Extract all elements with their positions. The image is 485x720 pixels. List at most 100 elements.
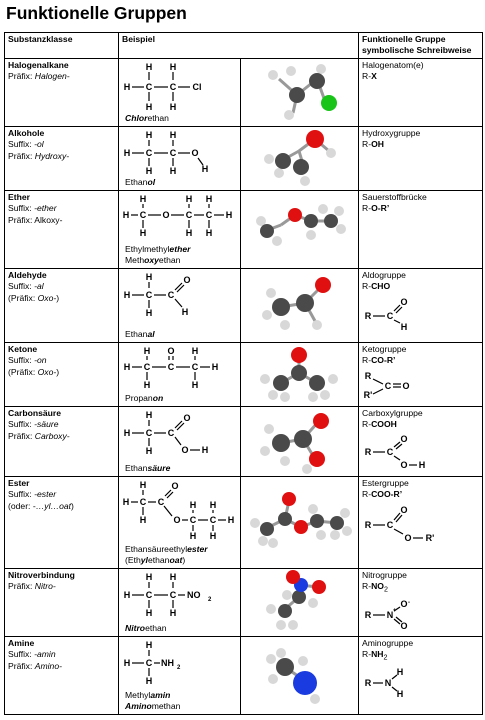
- svg-text:C: C: [146, 82, 153, 92]
- svg-text:H: H: [124, 82, 131, 92]
- ball-stick-model: [240, 267, 359, 343]
- svg-text:H: H: [186, 228, 193, 238]
- svg-text:C: C: [146, 428, 153, 438]
- class-cell: Aldehyde Suffix: -al (Präfix: Oxo-): [4, 267, 119, 343]
- svg-text:H: H: [124, 362, 131, 372]
- example-name: Ethansäure: [125, 462, 171, 473]
- example-name: Ethanal: [125, 328, 155, 339]
- class-cell: Ketone Suffix: -on (Präfix: Oxo-): [4, 341, 119, 407]
- class-affix: Präfix: Carboxy-: [8, 430, 70, 441]
- example-name: Ethansäureethylester(Ethylethanoat): [125, 543, 208, 565]
- svg-text:H: H: [124, 290, 131, 300]
- svg-text:Cl: Cl: [193, 82, 202, 92]
- svg-text:O: O: [171, 481, 178, 491]
- ball-stick-model: [240, 125, 359, 191]
- class-affix: Suffix: -ol: [8, 139, 44, 150]
- class-cell: Halogenalkane Präfix: Halogen-: [4, 57, 119, 127]
- svg-text:R: R: [365, 520, 372, 530]
- svg-text:O: O: [400, 434, 407, 444]
- svg-text:H: H: [170, 166, 177, 176]
- svg-text:H: H: [146, 102, 153, 112]
- group-formula: R-COO-R’: [362, 489, 403, 500]
- class-cell: Amine Suffix: -amin Präfix: Amino-: [4, 635, 119, 715]
- class-name: Ether: [8, 191, 30, 202]
- class-name: Ketone: [8, 343, 38, 354]
- group-formula: R-NH2: [362, 649, 388, 662]
- class-name: Amine: [8, 637, 35, 648]
- svg-text:C: C: [168, 290, 175, 300]
- ball-stick-model: [240, 475, 359, 569]
- class-affix: Präfix: Nitro-: [8, 581, 56, 592]
- group-cell: Halogenatom(e) R-X: [358, 57, 483, 127]
- svg-text:R': R': [364, 390, 373, 400]
- svg-text:H: H: [146, 676, 153, 686]
- svg-text:O: O: [181, 445, 188, 455]
- svg-text:H: H: [124, 148, 131, 158]
- class-cell: Carbonsäure Suffix: -säure Präfix: Carbo…: [4, 405, 119, 477]
- svg-text:C: C: [387, 447, 394, 457]
- svg-text:C: C: [210, 515, 217, 525]
- svg-text:H: H: [397, 667, 404, 677]
- svg-text:O: O: [400, 505, 407, 515]
- class-affix: Suffix: -amin: [8, 649, 56, 660]
- group-formula: R-NO2: [362, 581, 388, 594]
- group-cell: Hydroxygruppe R-OH: [358, 125, 483, 191]
- group-cell: Sauerstoffbrücke R-O-R’: [358, 189, 483, 269]
- svg-text:O: O: [400, 621, 407, 631]
- group-name: Aldogruppe: [362, 269, 406, 280]
- svg-text:H: H: [146, 608, 153, 618]
- svg-text:C: C: [387, 520, 394, 530]
- class-name: Alkohole: [8, 127, 45, 138]
- svg-text:H: H: [190, 531, 197, 541]
- svg-text:C: C: [170, 148, 177, 158]
- svg-text:H: H: [210, 500, 217, 510]
- class-name: Ester: [8, 477, 30, 488]
- svg-text:H: H: [140, 194, 147, 204]
- svg-text:C: C: [168, 428, 175, 438]
- example-name: Chlorethan: [125, 112, 169, 123]
- svg-text:H: H: [146, 62, 153, 72]
- class-name: Carbonsäure: [8, 407, 62, 418]
- svg-text:C: C: [158, 497, 165, 507]
- group-name: Sauerstoffbrücke: [362, 191, 427, 202]
- class-affix: (Präfix: Oxo-): [8, 366, 60, 377]
- class-affix: Präfix: Hydroxy-: [8, 150, 70, 161]
- svg-text:H: H: [124, 590, 131, 600]
- svg-text:C: C: [186, 210, 193, 220]
- svg-text:O: O: [400, 599, 407, 609]
- svg-text:C: C: [146, 590, 153, 600]
- svg-text:H: H: [192, 346, 199, 356]
- ball-stick-model: [240, 189, 359, 269]
- svg-text:H: H: [419, 460, 426, 470]
- svg-text:2: 2: [177, 665, 181, 671]
- svg-text:H: H: [401, 322, 408, 332]
- svg-text:H: H: [170, 608, 177, 618]
- svg-text:H: H: [146, 308, 153, 318]
- svg-text:H: H: [124, 428, 131, 438]
- svg-text:H: H: [146, 410, 153, 420]
- svg-text:C: C: [140, 497, 147, 507]
- class-name: Nitroverbindung: [8, 569, 75, 580]
- svg-text:H: H: [140, 515, 147, 525]
- svg-text:H: H: [140, 480, 147, 490]
- svg-text:H: H: [146, 446, 153, 456]
- svg-text:H: H: [123, 210, 130, 220]
- svg-text:O: O: [173, 515, 180, 525]
